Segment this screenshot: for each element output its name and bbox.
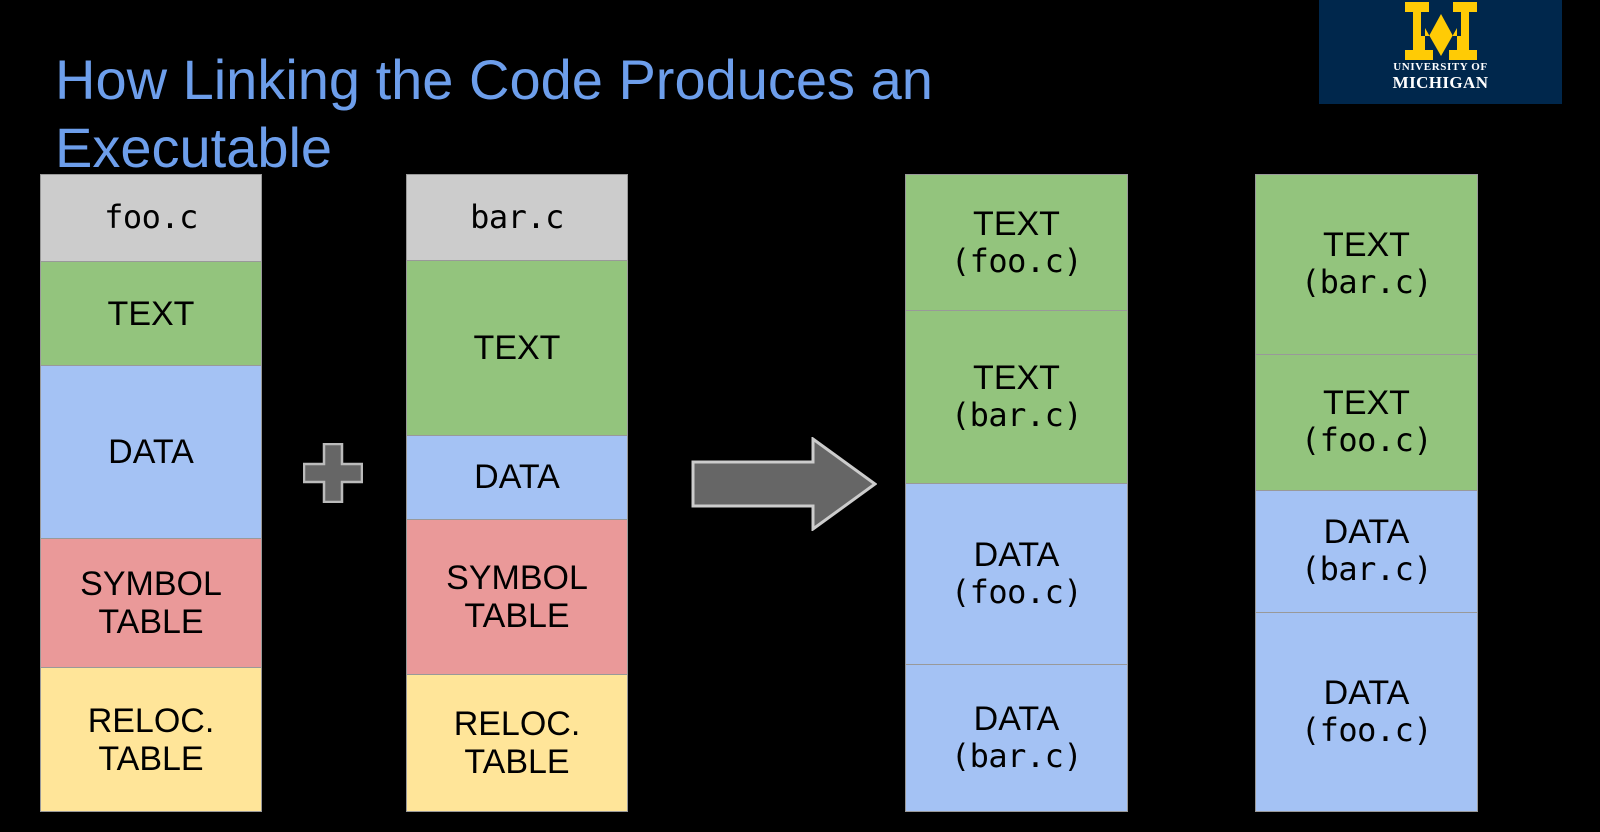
- segment-label-secondary: TABLE: [464, 597, 570, 636]
- segment-label-primary: RELOC.: [453, 705, 581, 744]
- segment-label-secondary: (foo.c): [950, 573, 1083, 612]
- segment-data: DATA(bar.c): [905, 665, 1128, 812]
- segment-label-primary: TEXT: [973, 204, 1060, 243]
- segment-label-primary: SYMBOL: [446, 558, 588, 597]
- segment-label-primary: DATA: [474, 458, 560, 497]
- segment-label-secondary: (bar.c): [950, 737, 1083, 776]
- segment-data: DATA(foo.c): [905, 483, 1128, 666]
- segment-label-secondary: TABLE: [98, 739, 204, 778]
- segment-text: TEXT(bar.c): [905, 310, 1128, 484]
- segment-label-secondary: (foo.c): [1300, 710, 1433, 749]
- segment-label-primary: TEXT: [107, 294, 195, 333]
- segment-label-primary: DATA: [973, 535, 1060, 574]
- segment-text: TEXT: [406, 261, 628, 436]
- segment-bar-c: bar.c: [406, 174, 628, 262]
- segment-data: DATA: [406, 435, 628, 520]
- executable-column-1: TEXT(foo.c)TEXT(bar.c)DATA(foo.c)DATA(ba…: [905, 174, 1128, 812]
- executable-column-2: TEXT(bar.c)TEXT(foo.c)DATA(bar.c)DATA(fo…: [1255, 174, 1478, 813]
- segment-label-secondary: (bar.c): [1300, 550, 1433, 589]
- segment-label-secondary: (bar.c): [950, 395, 1083, 434]
- segment-label-primary: SYMBOL: [80, 564, 222, 603]
- segment-label-secondary: TABLE: [464, 743, 570, 782]
- segment-label-secondary: (foo.c): [950, 241, 1083, 280]
- segment-reloc: RELOC.TABLE: [40, 668, 262, 812]
- segment-foo-c: foo.c: [40, 174, 262, 263]
- segment-label-primary: DATA: [1323, 513, 1410, 552]
- segment-label-primary: TEXT: [973, 358, 1060, 397]
- segment-label-secondary: TABLE: [98, 602, 204, 641]
- segment-label-primary: DATA: [973, 700, 1060, 739]
- segment-text: TEXT(bar.c): [1255, 174, 1478, 355]
- segment-label-secondary: (foo.c): [1300, 421, 1433, 460]
- segment-label-primary: bar.c: [470, 197, 564, 236]
- logo-wordmark-line1: UNIVERSITY OF: [1393, 61, 1488, 73]
- segment-label-primary: RELOC.: [87, 701, 215, 740]
- segment-data: DATA: [40, 366, 262, 539]
- logo-wordmark-line2: MICHIGAN: [1392, 72, 1489, 92]
- segment-text: TEXT: [40, 262, 262, 367]
- segment-reloc: RELOC.TABLE: [406, 675, 628, 812]
- plus-icon: [303, 443, 363, 503]
- segment-label-primary: TEXT: [1323, 384, 1410, 423]
- segment-text: TEXT(foo.c): [905, 174, 1128, 311]
- segment-label-primary: TEXT: [473, 328, 561, 367]
- segment-label-primary: foo.c: [104, 198, 198, 237]
- segment-text: TEXT(foo.c): [1255, 354, 1478, 491]
- university-of-michigan-logo: UNIVERSITY OF MICHIGAN: [1319, 0, 1562, 104]
- right-arrow-icon: [691, 437, 877, 531]
- segment-label-primary: DATA: [108, 432, 194, 471]
- segment-label-secondary: (bar.c): [1300, 263, 1433, 302]
- logo-wordmark: UNIVERSITY OF MICHIGAN: [1392, 61, 1489, 92]
- segment-label-primary: TEXT: [1323, 226, 1410, 265]
- segment-data: DATA(bar.c): [1255, 490, 1478, 613]
- segment-label-primary: DATA: [1323, 673, 1410, 712]
- block-m-icon: [1404, 2, 1477, 60]
- page-title: How Linking the Code Produces an Executa…: [55, 47, 933, 179]
- segment-data: DATA(foo.c): [1255, 612, 1478, 813]
